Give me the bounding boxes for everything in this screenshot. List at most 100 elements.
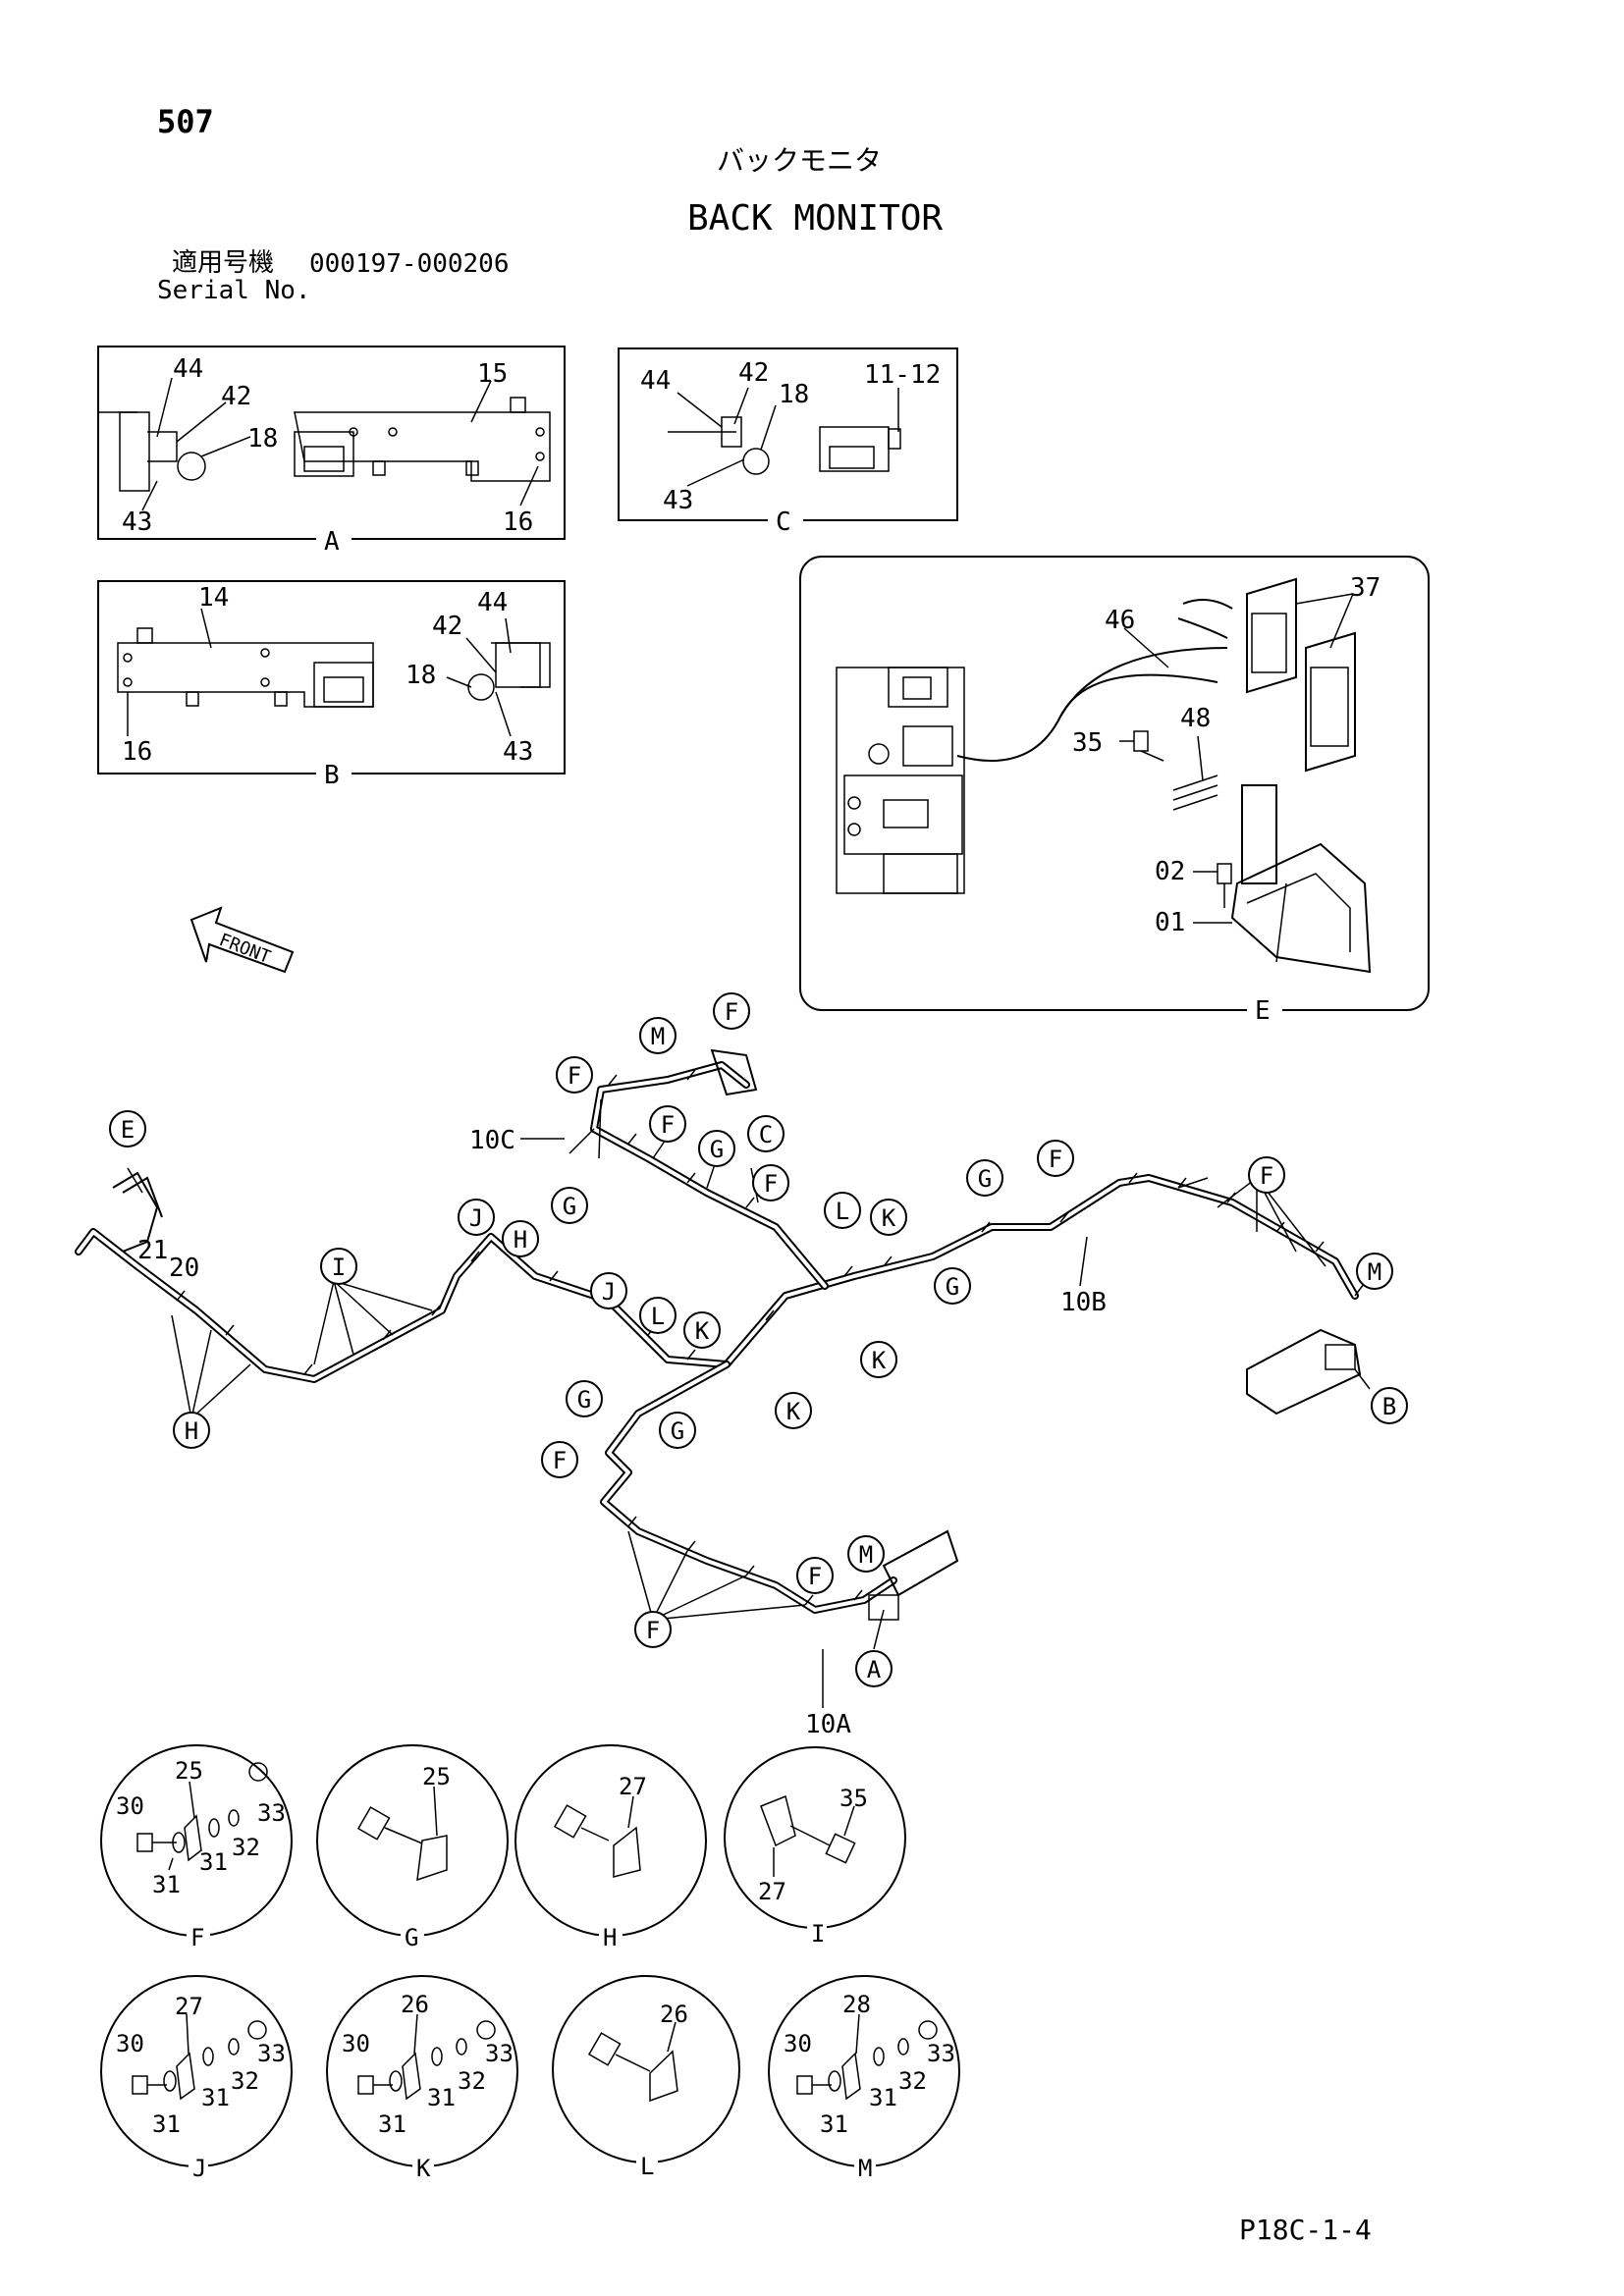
- svg-text:31: 31: [152, 2110, 181, 2138]
- view-e-part-46: 46: [1105, 606, 1135, 635]
- callout-k: K: [775, 1392, 812, 1429]
- callout-g: G: [698, 1130, 735, 1167]
- view-c: 44 42 18 11-12 43 C: [618, 347, 958, 537]
- callout-f: F: [634, 1611, 672, 1648]
- svg-text:33: 33: [927, 2040, 955, 2067]
- svg-text:30: 30: [342, 2030, 370, 2057]
- harness-label-10a: 10A: [805, 1710, 851, 1739]
- callout-k: K: [860, 1341, 897, 1378]
- view-b-part-14: 14: [198, 583, 229, 613]
- svg-text:A: A: [867, 1656, 882, 1683]
- svg-text:25: 25: [422, 1763, 451, 1790]
- callout-h: H: [502, 1220, 539, 1257]
- svg-text:30: 30: [116, 1792, 144, 1820]
- svg-text:H: H: [603, 1924, 617, 1951]
- view-c-part-44: 44: [640, 366, 671, 396]
- svg-text:32: 32: [458, 2067, 486, 2095]
- svg-text:F: F: [646, 1617, 660, 1644]
- callout-c: C: [747, 1115, 785, 1152]
- callout-f: F: [649, 1105, 686, 1143]
- svg-text:F: F: [661, 1111, 675, 1139]
- callout-m: M: [847, 1535, 885, 1573]
- svg-text:31: 31: [820, 2110, 848, 2138]
- title-english: BACK MONITOR: [687, 198, 944, 239]
- detail-l: 26 L: [552, 1975, 740, 2180]
- svg-text:F: F: [553, 1447, 567, 1474]
- callout-f: F: [713, 992, 750, 1030]
- svg-text:M: M: [1368, 1258, 1381, 1286]
- detail-j: 27 30 31 32 33 31 J: [100, 1975, 293, 2182]
- svg-text:G: G: [563, 1193, 576, 1220]
- view-c-part-43: 43: [663, 486, 693, 515]
- svg-text:25: 25: [175, 1757, 203, 1785]
- svg-text:31: 31: [201, 2084, 230, 2111]
- view-a-part-44: 44: [173, 354, 203, 384]
- svg-text:K: K: [786, 1398, 801, 1425]
- callout-e: E: [109, 1110, 146, 1148]
- svg-text:F: F: [1260, 1162, 1273, 1190]
- callout-l: L: [639, 1297, 677, 1334]
- view-a-part-15: 15: [477, 359, 508, 389]
- view-c-part-18: 18: [779, 380, 809, 409]
- footer-code: P18C-1-4: [1239, 2214, 1372, 2246]
- detail-f: 25 30 31 32 33 31 F: [100, 1744, 293, 1951]
- svg-text:B: B: [1382, 1393, 1396, 1420]
- view-e-part-48: 48: [1180, 704, 1211, 733]
- svg-text:H: H: [514, 1226, 527, 1254]
- svg-text:26: 26: [401, 1991, 429, 2018]
- harness-label-21: 21: [137, 1236, 168, 1265]
- callout-g: G: [966, 1159, 1003, 1197]
- view-e-part-35: 35: [1072, 728, 1103, 758]
- svg-text:L: L: [640, 2153, 654, 2180]
- callout-m: M: [639, 1017, 677, 1054]
- serial-label-en: Serial No.: [157, 276, 311, 305]
- view-c-part-11-12: 11-12: [864, 360, 941, 390]
- callout-i: I: [320, 1248, 357, 1285]
- callout-f: F: [541, 1441, 578, 1478]
- svg-text:31: 31: [152, 1871, 181, 1898]
- svg-text:L: L: [651, 1303, 665, 1330]
- svg-text:31: 31: [869, 2084, 897, 2111]
- callout-b: B: [1371, 1387, 1408, 1424]
- svg-text:G: G: [577, 1386, 591, 1414]
- svg-text:H: H: [185, 1417, 198, 1445]
- svg-text:32: 32: [898, 2067, 927, 2095]
- view-a: 44 42 18 15 43 16 A: [97, 346, 566, 557]
- svg-text:G: G: [710, 1136, 724, 1163]
- callout-m: M: [1356, 1253, 1393, 1290]
- svg-text:J: J: [469, 1204, 483, 1232]
- svg-text:F: F: [808, 1563, 822, 1590]
- view-a-part-16: 16: [503, 507, 533, 537]
- callout-f: F: [556, 1056, 593, 1094]
- svg-text:G: G: [405, 1924, 418, 1951]
- svg-text:F: F: [190, 1924, 204, 1951]
- detail-i: 35 27 I: [724, 1746, 906, 1948]
- view-e-part-02: 02: [1155, 857, 1185, 886]
- svg-text:K: K: [882, 1204, 896, 1232]
- view-a-letter: A: [324, 527, 340, 557]
- harness-label-10c: 10C: [469, 1126, 515, 1155]
- svg-text:J: J: [602, 1278, 616, 1306]
- view-b-letter: B: [324, 761, 340, 790]
- view-e-part-01: 01: [1155, 908, 1185, 937]
- svg-text:32: 32: [231, 2067, 259, 2095]
- svg-text:30: 30: [784, 2030, 812, 2057]
- callout-g: G: [566, 1380, 603, 1417]
- title-japanese: バックモニタ: [717, 144, 883, 177]
- svg-text:I: I: [811, 1920, 825, 1948]
- svg-text:I: I: [332, 1254, 346, 1281]
- svg-text:30: 30: [116, 2030, 144, 2057]
- detail-m: 28 30 31 32 33 31 M: [768, 1975, 960, 2182]
- svg-text:M: M: [859, 1541, 873, 1569]
- serial-range: 000197-000206: [309, 249, 510, 279]
- svg-text:K: K: [872, 1347, 887, 1374]
- callout-l: L: [824, 1192, 861, 1229]
- view-a-part-43: 43: [122, 507, 152, 537]
- callout-k: K: [683, 1311, 721, 1349]
- harness-routing: 10C 10B 10A 21 20: [75, 1048, 1371, 1739]
- view-e: 37 46 35 48 02 01 E: [799, 556, 1430, 1026]
- harness-callouts: E M F F C F G G F L K G F F G M B J H I …: [109, 992, 1408, 1687]
- svg-text:31: 31: [378, 2110, 406, 2138]
- callout-f: F: [1248, 1156, 1285, 1194]
- svg-text:27: 27: [619, 1773, 647, 1800]
